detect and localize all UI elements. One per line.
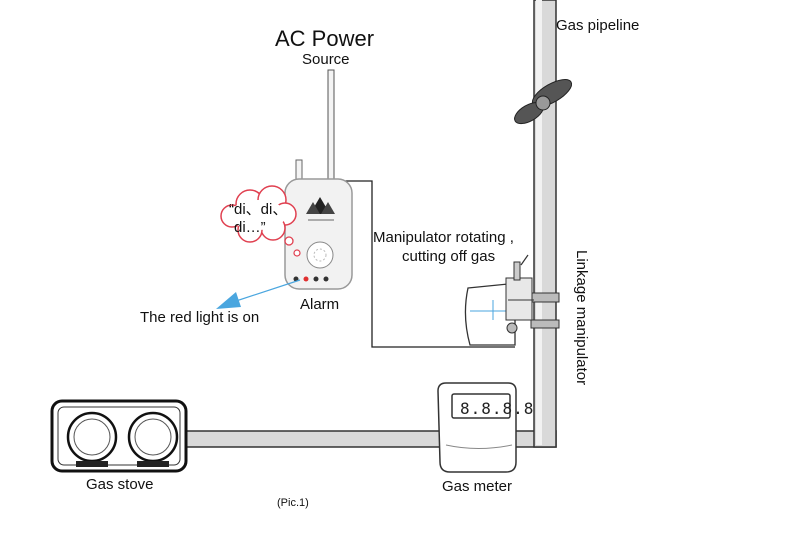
speech-bubble [220,185,301,257]
figure-caption: (Pic.1) [277,497,309,509]
alarm-device [284,159,353,290]
gas-meter-label: Gas meter [442,478,513,495]
source-label: Source [302,51,350,68]
alarm-label: Alarm [300,296,340,313]
manipulator-label-line1: Manipulator rotating , [373,229,514,246]
linkage-manipulator-label: Linkage manipulator [573,250,590,386]
pipeline-valve [514,79,573,125]
meter-display-readout: 8.8.8.8 [460,399,535,418]
bubble-text-line1: “di、di、 [229,201,288,218]
ac-power-label: AC Power [275,26,375,51]
red-light-pointer-arrow [216,279,301,309]
manipulator-label-line2: cutting off gas [402,248,496,265]
gas-pipeline-label: Gas pipeline [556,17,640,34]
ac-power-cord [327,69,335,183]
linkage-manipulator-device [464,254,534,346]
pipe-clamp [530,292,560,303]
gas-stove [50,399,188,473]
gas-meter [437,382,517,473]
gas-stove-label: Gas stove [86,476,154,493]
bubble-text-line2: di…” [234,219,266,236]
red-indicator-light [303,276,309,282]
red-light-label: The red light is on [140,309,260,326]
